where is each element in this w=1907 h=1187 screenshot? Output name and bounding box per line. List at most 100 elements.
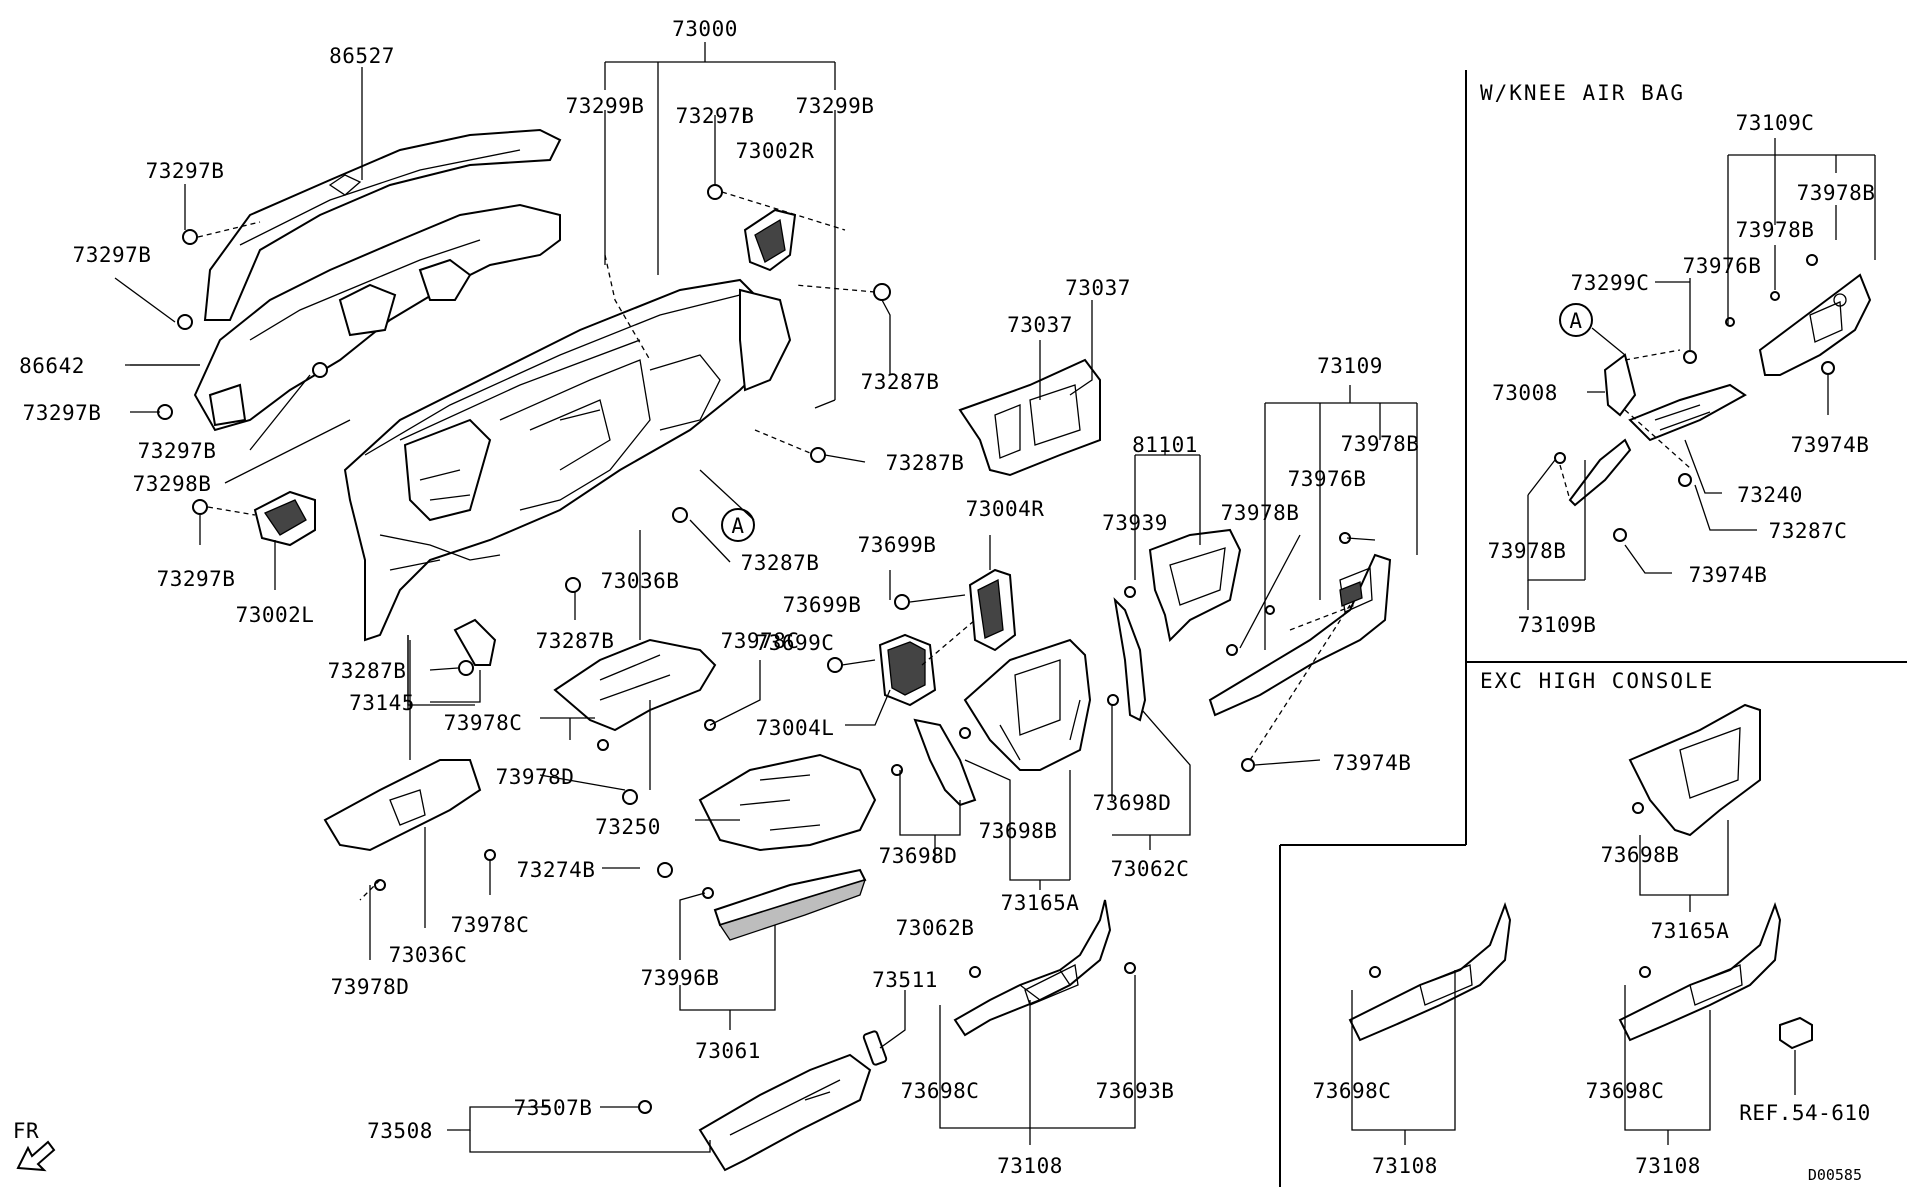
part-label: 73061 — [695, 1039, 761, 1063]
part-illustrations — [157, 128, 1872, 1172]
part-label: 73698C — [1586, 1079, 1665, 1103]
part-label: 73693B — [1096, 1079, 1175, 1103]
part-label: 73299B — [796, 94, 875, 118]
exc-console-73108-b — [1618, 902, 1782, 1042]
part-label: 73287B — [328, 659, 407, 683]
part-label: 73287B — [886, 451, 965, 475]
part-label: 73004L — [756, 716, 835, 740]
part-label: 73108 — [997, 1154, 1063, 1178]
exc-console-73108-a — [1348, 902, 1512, 1042]
damper-73511 — [862, 1030, 888, 1066]
trim-73062C — [1113, 597, 1147, 722]
knee-bracket-73240 — [1628, 383, 1747, 442]
knee-bracket-73008 — [1603, 353, 1637, 417]
instrument-panel-73000 — [343, 278, 792, 642]
part-label: 73250 — [595, 815, 661, 839]
front-arrow-icon — [16, 1140, 56, 1172]
part-label: 73978B — [1736, 218, 1815, 242]
part-label: REF.54-610 — [1739, 1101, 1870, 1125]
part-label: 73109B — [1518, 613, 1597, 637]
part-label: 73297B — [676, 104, 755, 128]
hood-81101 — [1148, 528, 1242, 643]
part-label: 73002R — [736, 139, 815, 163]
callout-a-knee-text: A — [1569, 309, 1582, 333]
part-label: 73699B — [858, 533, 937, 557]
duct-86642 — [193, 203, 561, 432]
part-label: 73008 — [1492, 381, 1558, 405]
part-label: 73511 — [872, 968, 938, 992]
part-label: 73037 — [1007, 313, 1073, 337]
part-label: 73978C — [444, 711, 523, 735]
figure-code: D00585 — [1808, 1166, 1862, 1184]
part-label: 73000 — [672, 17, 738, 41]
part-label: 73976B — [1288, 467, 1367, 491]
vent-73004R — [968, 568, 1017, 652]
section-knee-airbag-title: W/KNEE AIR BAG — [1480, 81, 1685, 105]
bracket-73145 — [453, 618, 497, 666]
part-label: 73287B — [536, 629, 615, 653]
callout-a-main-text: A — [731, 514, 744, 538]
callout-a-knee: A — [1559, 303, 1626, 356]
part-label: 73974B — [1791, 433, 1870, 457]
part-label: 73287C — [1769, 519, 1848, 543]
vent-73002R — [743, 208, 797, 272]
callout-a-main: A — [721, 508, 755, 542]
console-73108 — [953, 899, 1112, 1037]
part-label: 73297B — [73, 243, 152, 267]
lower-panel-73109 — [1208, 553, 1392, 717]
part-label: 73974B — [1333, 751, 1412, 775]
part-label: 73297B — [138, 439, 217, 463]
center-panel-73165A — [963, 638, 1092, 771]
bezel-73037 — [958, 358, 1101, 477]
part-label: 73507B — [514, 1096, 593, 1120]
cover-73036C — [323, 759, 482, 852]
part-label: 73299B — [566, 94, 645, 118]
part-label: 73108 — [1372, 1154, 1438, 1178]
part-label: 73036C — [389, 943, 468, 967]
part-label: 73698D — [879, 844, 958, 868]
part-label: 73508 — [367, 1119, 433, 1143]
part-label: 73037 — [1065, 276, 1131, 300]
part-label: 73978C — [451, 913, 530, 937]
part-label: 73108 — [1635, 1154, 1701, 1178]
part-label: 73165A — [1651, 919, 1730, 943]
part-label: 73165A — [1001, 891, 1080, 915]
part-label: 73297B — [157, 567, 236, 591]
duct-86527 — [203, 128, 562, 321]
part-label: 73978B — [1221, 501, 1300, 525]
part-label: 73978B — [1341, 432, 1420, 456]
knee-trim-73109B — [1568, 438, 1632, 507]
part-label: 73974B — [1689, 563, 1768, 587]
part-label: 73978B — [1797, 181, 1876, 205]
glovebox-73508 — [698, 1053, 872, 1172]
part-label: 73699C — [756, 631, 835, 655]
vent-73004L — [878, 633, 937, 707]
part-label: 73002L — [236, 603, 315, 627]
part-label: 73298B — [133, 472, 212, 496]
inset-frames — [1279, 70, 1907, 1187]
part-labels: 73000 86527 73299B 73297B 73299B 73297B … — [13, 17, 1876, 1178]
part-label: 73145 — [349, 691, 415, 715]
part-label: 73287B — [741, 551, 820, 575]
part-label: 73976B — [1683, 254, 1762, 278]
part-label: 73287B — [861, 370, 940, 394]
ref-connector — [1779, 1016, 1813, 1050]
trim-73062B — [913, 718, 977, 807]
part-label: 73274B — [517, 858, 596, 882]
part-label: 73699B — [783, 593, 862, 617]
part-label: 73996B — [641, 966, 720, 990]
part-label: 73299C — [1571, 271, 1650, 295]
part-label: 73939 — [1102, 511, 1168, 535]
part-label: 73978C — [721, 629, 800, 653]
part-label: 73062C — [1111, 857, 1190, 881]
part-label: 81101 — [1132, 433, 1198, 457]
part-label: 73978B — [1488, 539, 1567, 563]
panel-73250 — [698, 753, 877, 852]
part-label: 73698C — [901, 1079, 980, 1103]
part-label: 73978D — [496, 765, 575, 789]
knee-panel-73109C — [1758, 273, 1872, 376]
part-label: 86642 — [19, 354, 85, 378]
part-label: 73978D — [331, 975, 410, 999]
section-exc-high-console-title: EXC HIGH CONSOLE — [1480, 669, 1714, 693]
